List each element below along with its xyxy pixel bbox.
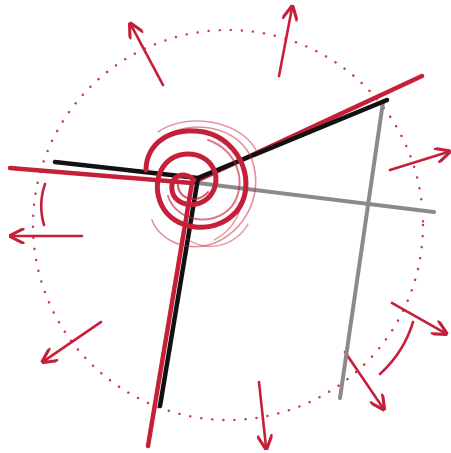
arrow-top (279, 8, 292, 76)
arrow-bottom-left (44, 322, 101, 361)
arrow-right-upper (390, 152, 448, 170)
arrow-bottom-right (345, 352, 383, 408)
rotation-arc-right-lower (380, 322, 413, 374)
arrow-bottom (259, 382, 266, 447)
rotation-arc-left (41, 184, 45, 225)
arrow-top-left (131, 25, 163, 85)
arrow-right-lower (392, 303, 445, 333)
